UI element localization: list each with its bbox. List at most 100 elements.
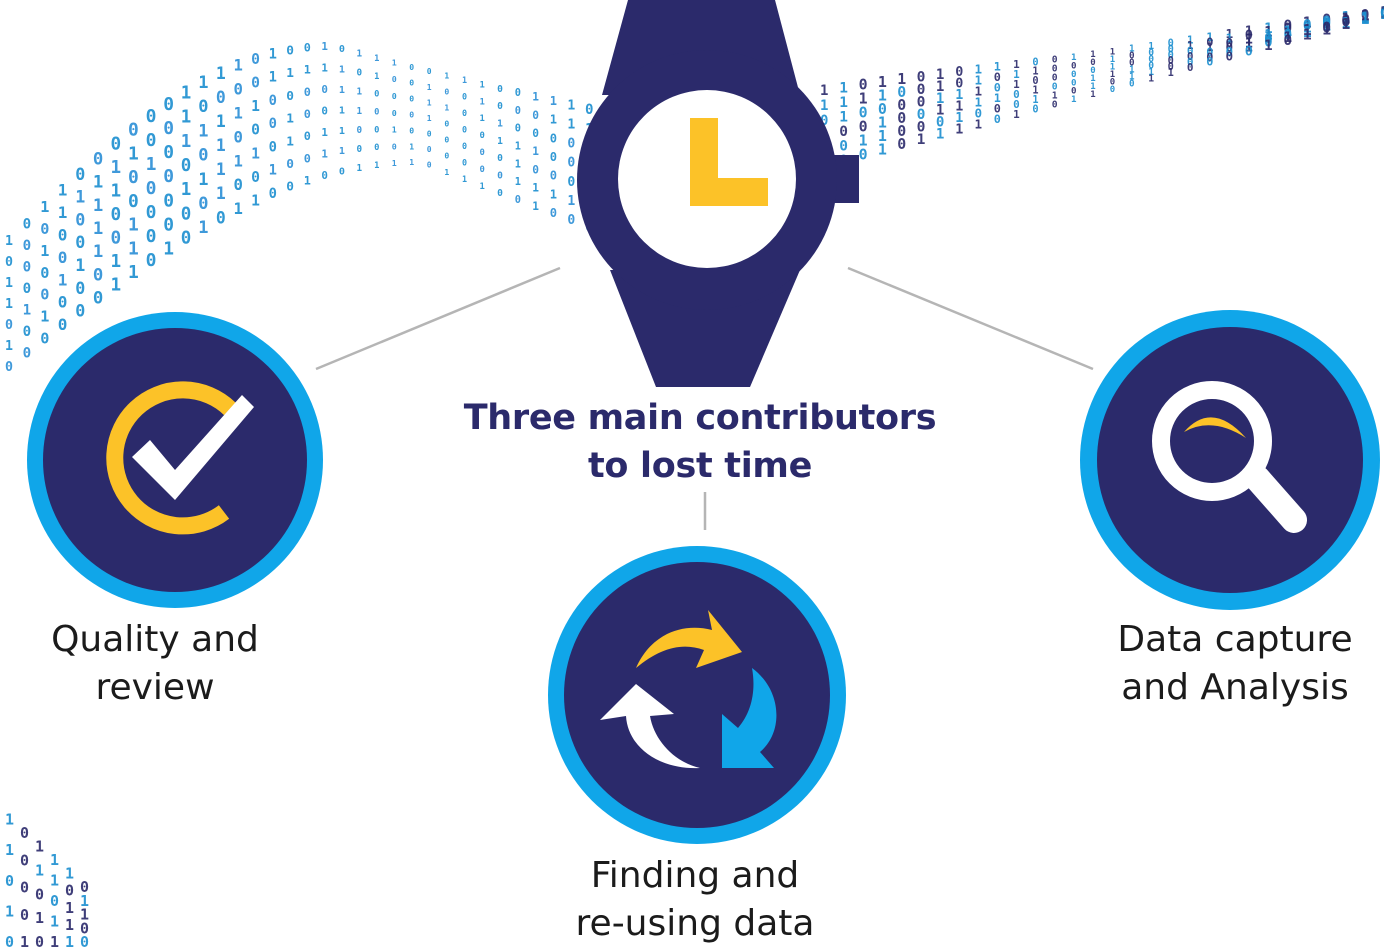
binary-digit: 0 — [1283, 17, 1292, 34]
binary-digit: 0 — [975, 105, 983, 120]
binary-digit: 0 — [1032, 104, 1038, 116]
binary-digit: 1 — [5, 276, 13, 291]
binary-digit: 1 — [198, 73, 208, 93]
binary-digit: 1 — [93, 196, 103, 216]
binary-digit: 1 — [1148, 67, 1154, 78]
binary-digit: 1 — [1303, 26, 1312, 44]
binary-digit: 1 — [5, 841, 14, 859]
binary-digit: 1 — [181, 132, 192, 152]
binary-digit: 0 — [1052, 55, 1058, 66]
binary-digit: 0 — [409, 62, 414, 72]
binary-digit: 1 — [515, 176, 521, 188]
binary-digit: 0 — [181, 229, 192, 249]
binary-digit: 0 — [1187, 45, 1194, 58]
binary-digit: 0 — [497, 171, 503, 182]
binary-digit: 1 — [1032, 85, 1038, 97]
binary-digit: 0 — [1071, 77, 1077, 88]
binary-digit: 1 — [304, 63, 311, 77]
binary-digit: 1 — [269, 70, 277, 86]
binary-digit: 0 — [480, 131, 485, 141]
binary-digit: 1 — [357, 163, 363, 174]
binary-digit: 0 — [23, 324, 32, 340]
binary-digit: 0 — [1380, 6, 1384, 22]
binary-digit: 0 — [304, 151, 311, 165]
label-line-2: re-using data — [575, 903, 815, 944]
binary-digit: 0 — [409, 94, 414, 104]
binary-digit: 0 — [897, 122, 906, 140]
binary-digit: 0 — [146, 130, 157, 151]
binary-digit: 1 — [198, 121, 208, 141]
binary-digit: 0 — [75, 301, 85, 321]
binary-digit: 0 — [1168, 37, 1174, 49]
binary-digit: 0 — [1168, 55, 1174, 67]
binary-digit: 1 — [975, 83, 983, 98]
binary-digit: 1 — [955, 123, 963, 138]
binary-digit: 0 — [146, 202, 157, 223]
binary-digit: 1 — [1322, 17, 1331, 35]
binary-digit: 0 — [251, 169, 260, 186]
binary-digit: 0 — [859, 146, 868, 164]
binary-digit: 0 — [286, 180, 294, 195]
binary-digit: 1 — [286, 134, 294, 149]
binary-digit: 1 — [878, 140, 887, 158]
binary-digit: 0 — [269, 93, 277, 109]
binary-digit: 0 — [304, 107, 311, 121]
binary-digit: 1 — [1226, 26, 1234, 41]
binary-digit: 0 — [462, 92, 467, 102]
binary-digit: 0 — [163, 94, 174, 115]
binary-digit: 0 — [1071, 86, 1077, 97]
label-line-1: Quality and — [51, 619, 259, 660]
binary-digit: 0 — [304, 41, 311, 55]
binary-digit: 0 — [1168, 49, 1174, 61]
binary-digit: 1 — [216, 112, 226, 131]
binary-digit: 1 — [1303, 21, 1312, 39]
binary-digit: 1 — [50, 872, 59, 890]
binary-digit: 0 — [917, 118, 926, 135]
binary-digit: 0 — [567, 175, 575, 190]
binary-digit: 0 — [35, 933, 44, 947]
binary-digit: 1 — [1013, 58, 1020, 71]
binary-digit: 1 — [1090, 82, 1095, 92]
binary-digit: 1 — [75, 187, 85, 207]
binary-digit: 1 — [532, 145, 539, 158]
binary-digit: 1 — [1245, 35, 1253, 51]
binary-digit: 1 — [5, 339, 13, 354]
binary-digit: 0 — [1148, 54, 1154, 65]
binary-digit: 1 — [198, 218, 208, 238]
binary-digit: 1 — [1013, 78, 1020, 91]
binary-digit: 1 — [234, 57, 243, 75]
binary-digit: 1 — [304, 174, 311, 188]
binary-digit: 0 — [50, 892, 59, 910]
binary-digit: 1 — [339, 146, 345, 157]
binary-digit: 0 — [427, 145, 432, 154]
binary-digit: 1 — [111, 182, 122, 202]
label-line-2: and Analysis — [1121, 667, 1349, 708]
binary-digit: 0 — [40, 264, 49, 282]
binary-digit: 1 — [444, 71, 449, 81]
binary-digit: 1 — [93, 242, 103, 262]
binary-digit: 1 — [50, 913, 59, 931]
diagram-title: Three main contributors to lost time — [400, 394, 1000, 490]
binary-digit: 1 — [321, 126, 328, 139]
binary-digit: 0 — [80, 878, 89, 896]
binary-digit: 0 — [75, 209, 85, 229]
binary-digit: 1 — [1052, 91, 1058, 102]
binary-digit: 1 — [480, 182, 485, 192]
binary-digit: 0 — [1071, 69, 1077, 80]
binary-digit: 1 — [567, 98, 575, 113]
binary-digit: 0 — [40, 330, 49, 348]
binary-digit: 1 — [269, 163, 277, 179]
binary-digit: 0 — [23, 260, 32, 276]
binary-digit: 1 — [1226, 31, 1234, 46]
binary-digit: 1 — [1245, 39, 1253, 55]
binary-digit: 1 — [1341, 15, 1350, 33]
binary-digit: 1 — [339, 65, 345, 76]
binary-digit: 1 — [917, 131, 926, 148]
binary-digit: 0 — [1052, 99, 1058, 110]
binary-digit: 0 — [462, 157, 467, 167]
binary-digit: 0 — [515, 123, 521, 135]
binary-digit: 1 — [65, 899, 74, 917]
binary-digit: 0 — [1283, 32, 1292, 49]
connector-right — [847, 266, 1094, 371]
